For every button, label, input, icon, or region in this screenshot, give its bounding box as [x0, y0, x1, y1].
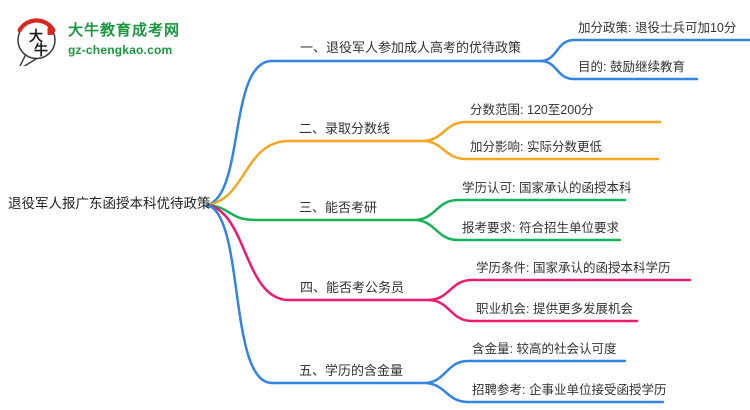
branch-1-wire [205, 38, 750, 207]
logo-domain: gz-chengkao.com [68, 43, 173, 57]
branch-1-child-1-label: 加分政策: 退役士兵可加10分 [578, 21, 737, 35]
branch-4-child-2-label: 职业机会: 提供更多发展机会 [476, 302, 633, 316]
branch-1-child-2-label: 目的: 鼓励继续教育 [578, 60, 685, 74]
branch-4-label: 四、能否考公务员 [300, 280, 405, 295]
branch-2-label: 二、录取分数线 [299, 121, 391, 136]
logo-title: 大牛教育成考网 [68, 22, 181, 39]
root-topic: 退役军人报广东函授本科优待政策 [8, 196, 211, 211]
branch-2-wire [205, 120, 662, 207]
branch-3-label: 三、能否考研 [299, 200, 378, 215]
red-seal-icon [47, 27, 53, 35]
branch-3-child-1-label: 学历认可: 国家承认的函授本科 [462, 181, 632, 195]
branch-2-child-1-label: 分数范围: 120至200分 [470, 103, 594, 117]
bull-speech-bubble-icon: 大 牛 [17, 18, 56, 66]
icon-char-bottom: 牛 [34, 42, 48, 59]
branch-5-child-1-label: 含金量: 较高的社会认可度 [472, 342, 617, 356]
branch-5-wire [205, 203, 665, 404]
branch-5-label: 五、学历的含金量 [299, 363, 404, 378]
site-logo: 大 牛 大牛教育成考网 gz-chengkao.com [14, 16, 180, 66]
branch-5-child-2-label: 招聘参考: 企事业单位接受函授学历 [472, 383, 667, 397]
branch-4-child-1-label: 学历条件: 国家承认的函授本科学历 [476, 261, 671, 275]
branch-3-child-2-label: 报考要求: 符合招生单位要求 [462, 221, 619, 235]
icon-char-top: 大 [29, 28, 43, 45]
branch-1-label: 一、退役军人参加成人高考的优待政策 [300, 40, 522, 55]
branch-4-wire [205, 203, 692, 323]
branch-2-child-2-label: 加分影响: 实际分数更低 [470, 140, 602, 154]
